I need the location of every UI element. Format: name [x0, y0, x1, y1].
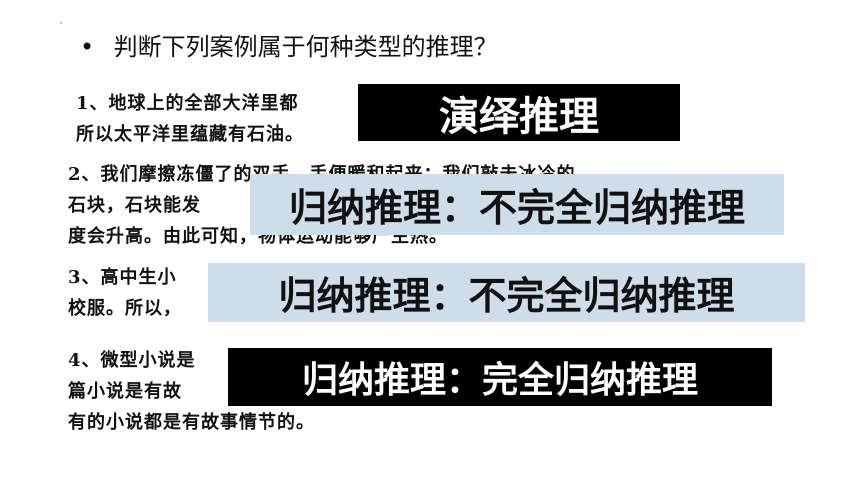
- answer-4-label: 归纳推理：完全归纳推理: [228, 348, 772, 406]
- case-1-line-2: 所以太平洋里蕴藏有石油。: [76, 124, 304, 145]
- case-4-line-3: 有的小说都是有故事情节的。: [68, 412, 315, 433]
- bullet-icon: •: [80, 33, 95, 61]
- decorative-dot: [60, 22, 62, 24]
- case-4: 4、微型小说是 篇小说是有故 有的小说都是有故事情节的。: [68, 345, 315, 438]
- case-3: 3、高中生小 校服。所以，: [68, 262, 182, 324]
- case-3-line-1: 3、高中生小: [68, 267, 177, 288]
- answer-3-label: 归纳推理：不完全归纳推理: [208, 263, 805, 322]
- case-3-line-2: 校服。所以，: [68, 298, 182, 319]
- case-4-line-1: 4、微型小说是: [68, 350, 196, 371]
- answer-2-label: 归纳推理：不完全归纳推理: [250, 174, 784, 235]
- case-4-line-2: 篇小说是有故: [68, 381, 182, 402]
- answer-1-label: 演绎推理: [358, 84, 680, 141]
- case-2-line-2: 石块，石块能发: [68, 195, 201, 216]
- title-text: 判断下列案例属于何种类型的推理？: [113, 33, 498, 61]
- slide-title: • 判断下列案例属于何种类型的推理？: [80, 32, 498, 62]
